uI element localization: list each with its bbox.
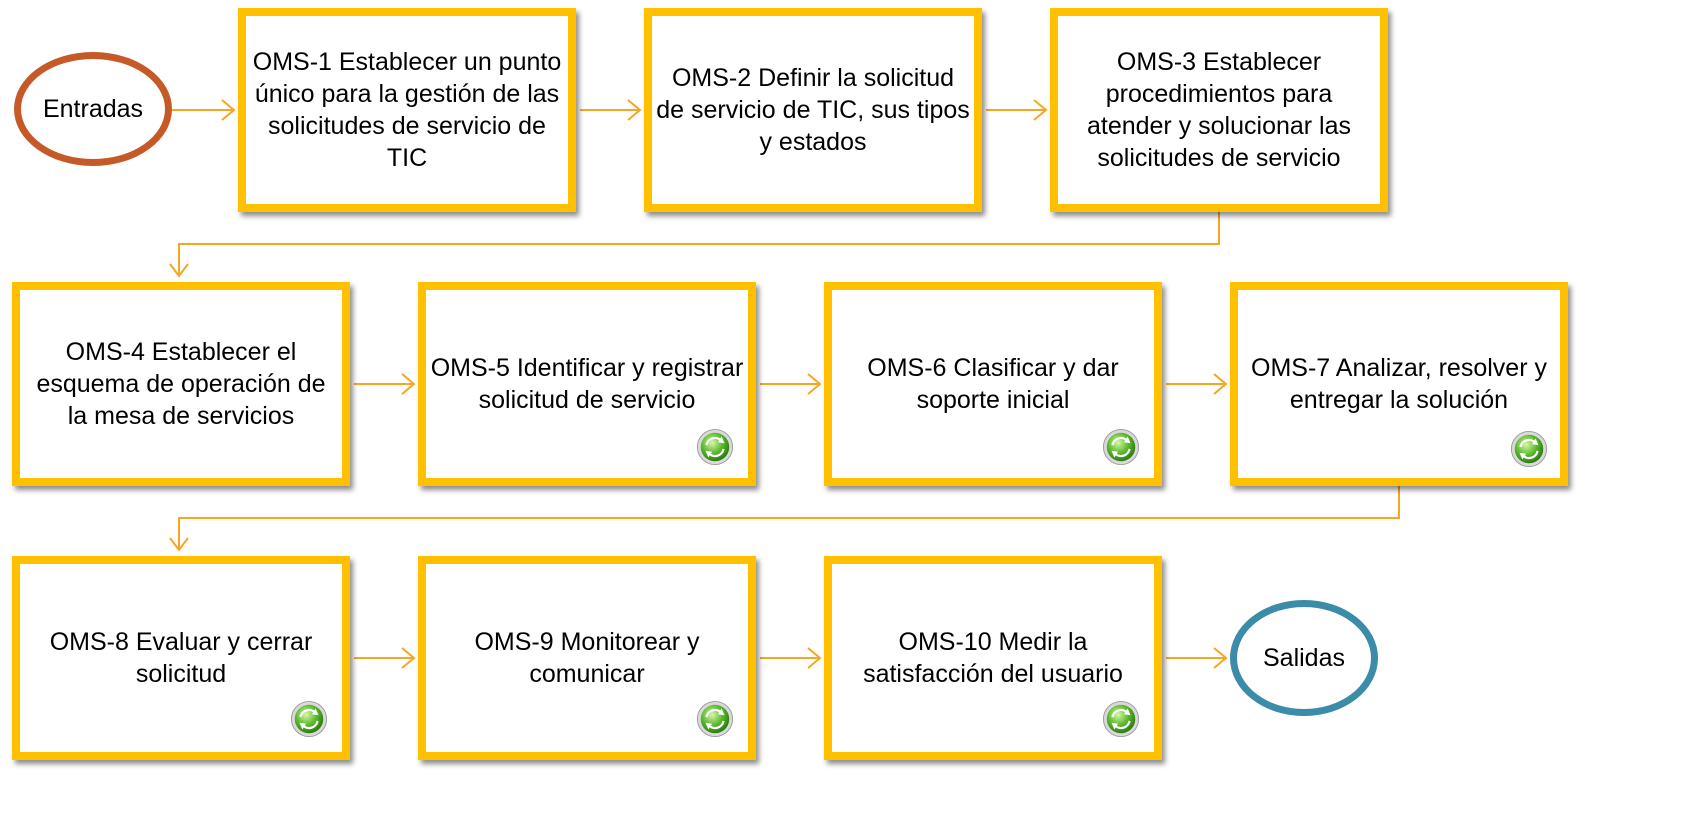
arrow-connector [169, 212, 1220, 278]
arrow-connector [986, 99, 1048, 121]
arrow-connector [169, 486, 1400, 552]
end-label: Salidas [1263, 643, 1345, 672]
cycle-icon [1102, 700, 1140, 738]
arrow-connector [580, 99, 642, 121]
step-label: OMS-10 Medir la satisfacción del usuario [863, 628, 1123, 688]
cycle-icon [1510, 430, 1548, 468]
step-oms-8: OMS-8 Evaluar y cerrar solicitud [12, 556, 350, 760]
start-oval: Entradas [14, 52, 172, 166]
end-oval: Salidas [1230, 600, 1378, 716]
step-label: OMS-6 Clasificar y dar soporte inicial [867, 354, 1119, 414]
cycle-icon [696, 700, 734, 738]
step-oms-3: OMS-3 Establecer procedimientos para ate… [1050, 8, 1388, 212]
step-label: OMS-2 Definir la solicitud de servicio d… [656, 64, 970, 156]
step-label: OMS-7 Analizar, resolver y entregar la s… [1251, 354, 1547, 414]
step-oms-6: OMS-6 Clasificar y dar soporte inicial [824, 282, 1162, 486]
step-label: OMS-5 Identificar y registrar solicitud … [430, 354, 744, 414]
arrow-connector [1166, 647, 1228, 669]
arrow-connector [354, 647, 416, 669]
arrow-connector [172, 99, 236, 121]
arrow-connector [760, 647, 822, 669]
arrow-connector [760, 373, 822, 395]
arrow-connector [354, 373, 416, 395]
arrow-connector [1166, 373, 1228, 395]
step-label: OMS-1 Establecer un punto único para la … [252, 48, 562, 172]
step-oms-4: OMS-4 Establecer el esquema de operación… [12, 282, 350, 486]
step-oms-2: OMS-2 Definir la solicitud de servicio d… [644, 8, 982, 212]
cycle-icon [1102, 428, 1140, 466]
step-label: OMS-9 Monitorear y comunicar [474, 628, 700, 688]
step-label: OMS-4 Establecer el esquema de operación… [36, 338, 326, 430]
cycle-icon [290, 700, 328, 738]
step-label: OMS-3 Establecer procedimientos para ate… [1086, 48, 1352, 172]
start-label: Entradas [42, 94, 144, 123]
step-label: OMS-8 Evaluar y cerrar solicitud [49, 628, 313, 688]
step-oms-1: OMS-1 Establecer un punto único para la … [238, 8, 576, 212]
cycle-icon [696, 428, 734, 466]
